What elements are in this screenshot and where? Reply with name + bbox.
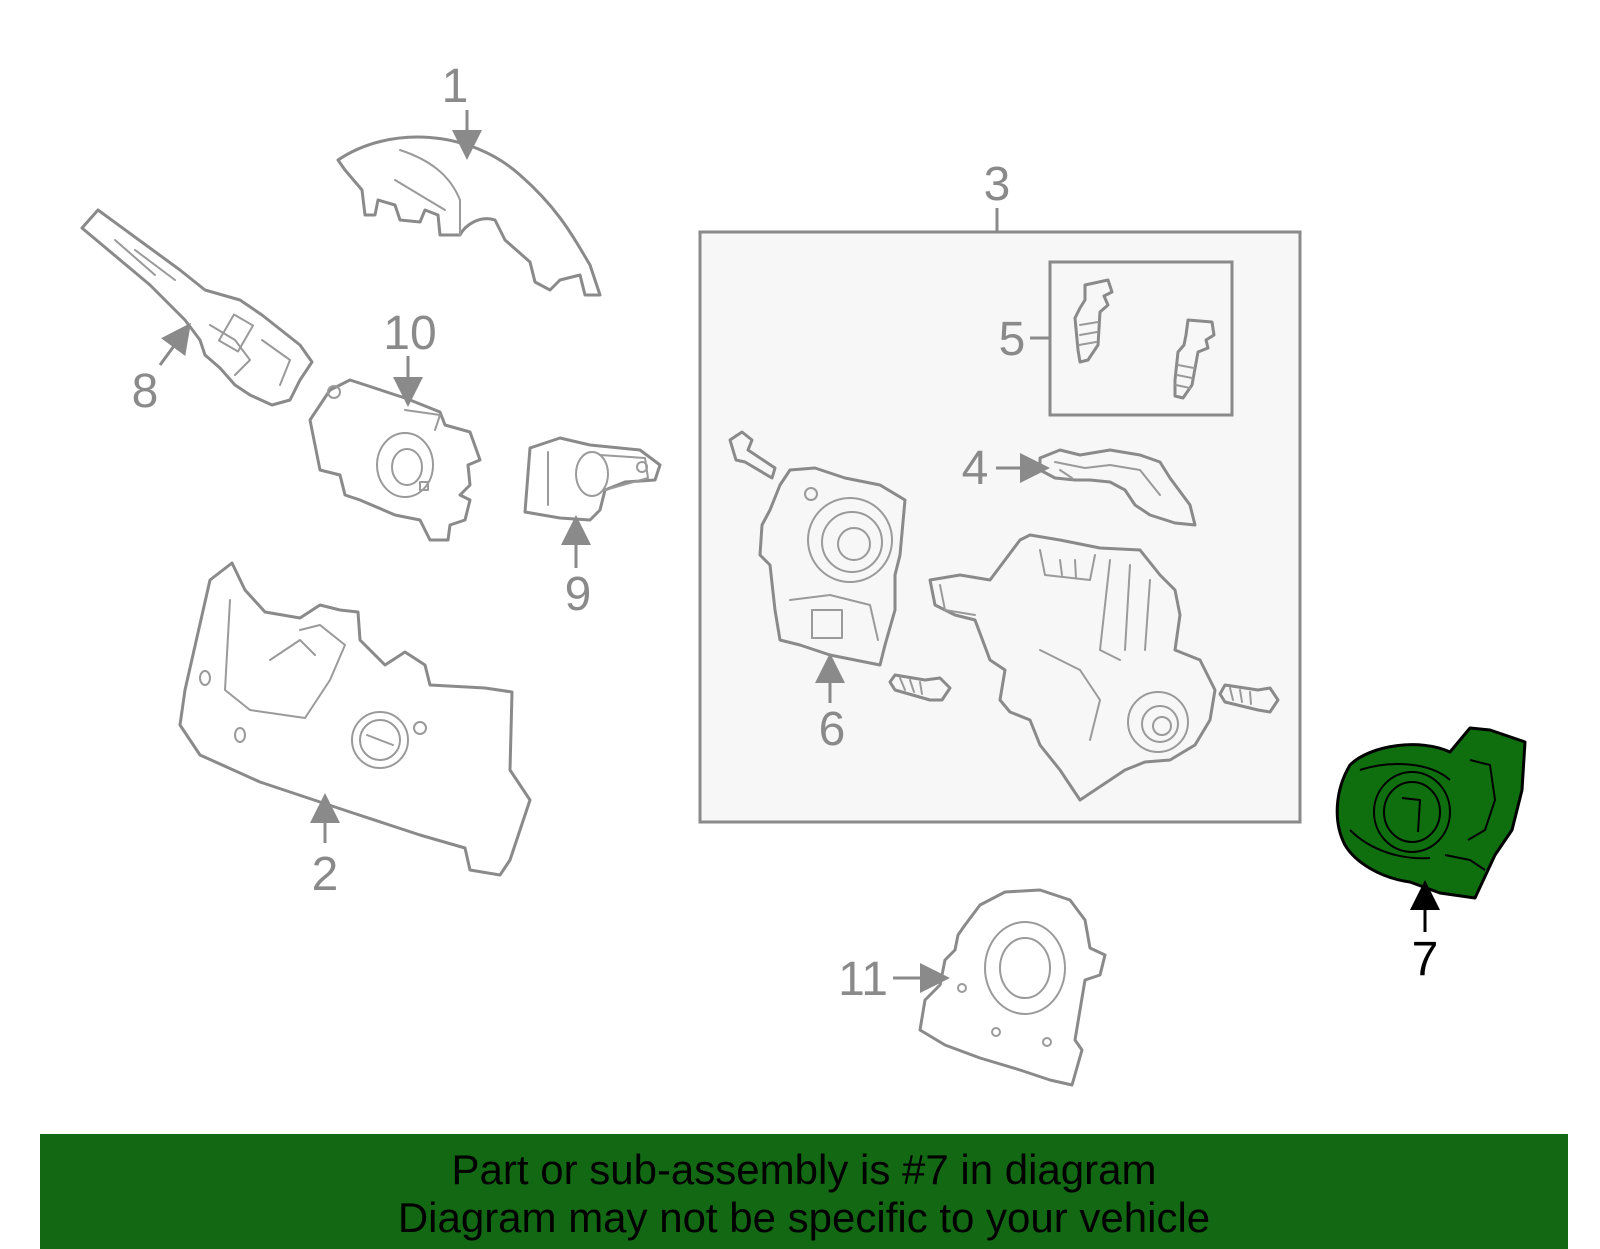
callout-1: 1	[442, 60, 482, 160]
part-7-ignition-switch-highlighted[interactable]	[1335, 726, 1527, 900]
callout-10-label: 10	[383, 307, 436, 360]
part-4-bracket[interactable]	[1038, 448, 1197, 527]
callout-9-label: 9	[565, 568, 592, 621]
callout-11-label: 11	[838, 953, 888, 1006]
callout-6-label: 6	[819, 703, 846, 756]
callout-4-label: 4	[962, 442, 989, 495]
part-6-lock-housing[interactable]	[728, 430, 952, 702]
callout-2: 2	[310, 793, 340, 901]
part-3-assembly-box[interactable]	[698, 208, 1302, 824]
part-10-switch-body[interactable]	[308, 378, 482, 542]
part-2-lower-cover[interactable]	[178, 561, 532, 877]
callout-1-label: 1	[442, 60, 469, 113]
callout-11: 11	[838, 953, 950, 1006]
info-banner: Part or sub-assembly is #7 in diagram Di…	[40, 1134, 1568, 1249]
part-8-combination-switch[interactable]	[80, 208, 314, 407]
part-1-upper-cover[interactable]	[336, 135, 602, 297]
callout-5: 5	[999, 313, 1050, 366]
callout-3: 3	[984, 158, 1011, 211]
callout-4: 4	[962, 442, 1050, 495]
callout-8: 8	[132, 322, 191, 418]
callout-2-label: 2	[312, 848, 339, 901]
callout-5-label: 5	[999, 313, 1026, 366]
callout-8-label: 8	[132, 365, 159, 418]
callout-10: 10	[383, 307, 437, 407]
callout-3-label: 3	[984, 158, 1011, 211]
steering-lock-body	[928, 533, 1280, 802]
part-11-cable-reel[interactable]	[918, 888, 1107, 1087]
callout-6: 6	[815, 653, 846, 756]
callout-9: 9	[561, 515, 592, 621]
banner-line-1: Part or sub-assembly is #7 in diagram	[451, 1146, 1157, 1193]
callout-7-label: 7	[1412, 933, 1439, 986]
banner-line-2: Diagram may not be specific to your vehi…	[397, 1194, 1211, 1241]
part-9-wiper-switch[interactable]	[523, 436, 662, 522]
callout-7: 7	[1410, 880, 1440, 986]
